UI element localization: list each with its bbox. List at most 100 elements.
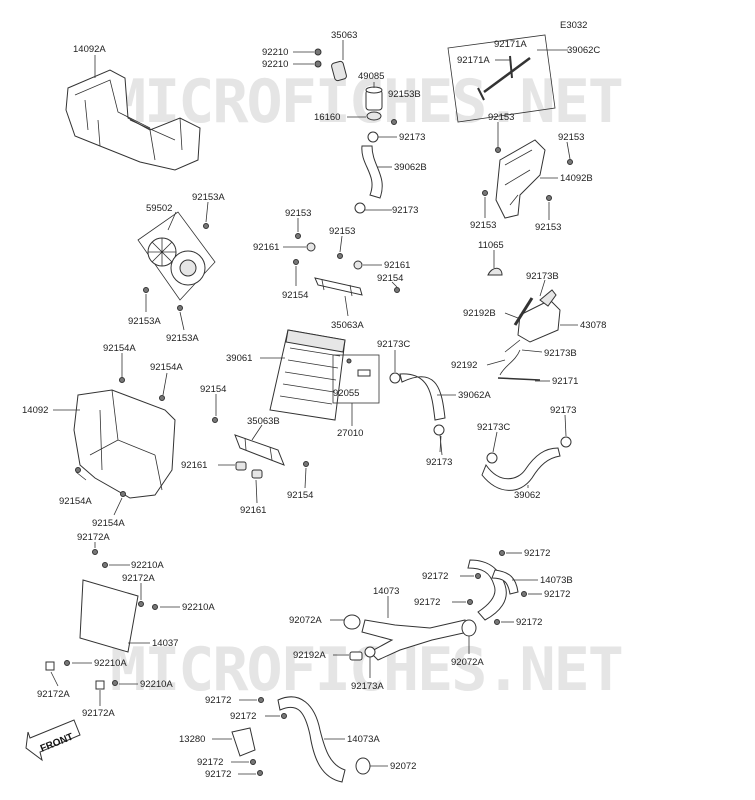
label-92154-a: 92154 <box>282 290 308 301</box>
label-92173B-b: 92173B <box>544 348 577 359</box>
bolt-92172A-b <box>138 601 144 607</box>
label-92153-f: 92153 <box>329 226 355 237</box>
bracket-35063B-detail <box>244 437 273 461</box>
front-arrow-icon: FRONT <box>25 719 81 762</box>
label-92172A-a: 92172A <box>77 532 110 543</box>
label-92172-d: 92172 <box>544 589 570 600</box>
label-92153A-b: 92153A <box>128 316 161 327</box>
bolt-92154-c <box>212 417 218 423</box>
shroud-14092B <box>495 139 546 219</box>
shroud-14092 <box>73 389 176 499</box>
clip-92172-c <box>521 591 527 597</box>
label-92154-c: 92154 <box>200 384 226 395</box>
sensor-27010 <box>332 354 380 404</box>
label-39061: 39061 <box>226 353 252 364</box>
clamp-92173C <box>389 372 401 384</box>
hose-39062B <box>361 145 383 199</box>
bolt-92153-a <box>495 147 501 153</box>
screw-92153A-a <box>203 223 209 229</box>
grommet-92161-d <box>251 469 263 479</box>
label-92154A-b: 92154A <box>150 362 183 373</box>
label-92154A-a: 92154A <box>103 343 136 354</box>
label-92154A-d: 92154A <box>92 518 125 529</box>
label-11065: 11065 <box>478 240 504 251</box>
label-27010: 27010 <box>337 428 363 439</box>
label-92210A-d: 92210A <box>140 679 173 690</box>
panel-14037 <box>79 579 139 653</box>
label-92153A-a: 92153A <box>192 192 225 203</box>
label-92172-h: 92172 <box>197 757 223 768</box>
hose-14073A <box>277 696 346 783</box>
label-92171A-b: 92171A <box>457 55 490 66</box>
label-92172A-d: 92172A <box>82 708 115 719</box>
bolt-92154A-d <box>120 491 126 497</box>
clip-92172-i <box>257 770 263 776</box>
fan-59502 <box>137 211 216 301</box>
bolt-92210-a <box>314 48 322 56</box>
label-92154-b: 92154 <box>377 273 403 284</box>
label-92210A-c: 92210A <box>94 658 127 669</box>
label-92172A-c: 92172A <box>37 689 70 700</box>
bolt-92153-b <box>567 159 573 165</box>
clamp-92173-a <box>367 131 379 143</box>
label-35063A: 35063A <box>331 320 364 331</box>
screw-92153B <box>391 119 397 125</box>
bracket-13280 <box>231 727 256 757</box>
leader-lines <box>50 40 578 775</box>
screw-92153A-c <box>177 305 183 311</box>
hose-14073 <box>361 619 469 661</box>
label-92171: 92171 <box>552 376 578 387</box>
label-14092B: 14092B <box>560 173 593 184</box>
bracket-35063A-detail <box>321 279 353 297</box>
clip-92172-g <box>281 713 287 719</box>
label-92171A-a: 92171A <box>494 39 527 50</box>
label-92192A: 92192A <box>293 650 326 661</box>
label-39062C: 39062C <box>567 45 600 56</box>
label-92153-c: 92153 <box>470 220 496 231</box>
label-49085: 49085 <box>358 71 384 82</box>
label-39062A: 39062A <box>458 390 491 401</box>
label-92173-c: 92173 <box>426 457 452 468</box>
label-92172-b: 92172 <box>422 571 448 582</box>
watermark-bottom: MICROFICHES.NET <box>110 635 622 705</box>
label-92153-b: 92153 <box>558 132 584 143</box>
bolt-92154-a <box>293 259 299 265</box>
label-92173-a: 92173 <box>399 132 425 143</box>
clamp-92173-d <box>560 436 572 448</box>
clip-92172-f <box>258 697 264 703</box>
label-39062: 39062 <box>514 490 540 501</box>
label-92172A-b: 92172A <box>122 573 155 584</box>
label-14092A: 14092A <box>73 44 106 55</box>
label-92210-b: 92210 <box>262 59 288 70</box>
hose-14073B <box>467 559 519 621</box>
label-35063: 35063 <box>331 30 357 41</box>
label-39062B: 39062B <box>394 162 427 173</box>
label-92173-d: 92173 <box>550 405 576 416</box>
clamp-92072A-b <box>461 619 477 637</box>
bracket-35063 <box>331 60 347 82</box>
clip-92172-h <box>250 759 256 765</box>
nut-92210A-a <box>102 562 108 568</box>
label-92173C-b: 92173C <box>477 422 510 433</box>
label-92161-d: 92161 <box>240 505 266 516</box>
label-92210A-a: 92210A <box>131 560 164 571</box>
label-92161-a: 92161 <box>253 242 279 253</box>
bolt-92153-f <box>337 253 343 259</box>
label-92210-a: 92210 <box>262 47 288 58</box>
shroud-14092A <box>65 69 201 171</box>
bolt-92172A-a <box>92 549 98 555</box>
hose-39062A <box>399 373 446 421</box>
label-92072A-b: 92072A <box>451 657 484 668</box>
clip-92172-b <box>475 573 481 579</box>
label-92153B: 92153B <box>388 89 421 100</box>
label-92172-i: 92172 <box>205 769 231 780</box>
label-92154-d: 92154 <box>287 490 313 501</box>
label-92154A-c: 92154A <box>59 496 92 507</box>
label-92161-c: 92161 <box>181 460 207 471</box>
grommet-92161-a <box>306 242 316 252</box>
label-14092: 14092 <box>22 405 48 416</box>
nut-92210A-d <box>112 680 118 686</box>
label-92172-a: 92172 <box>524 548 550 559</box>
joint-92192A <box>349 651 363 661</box>
